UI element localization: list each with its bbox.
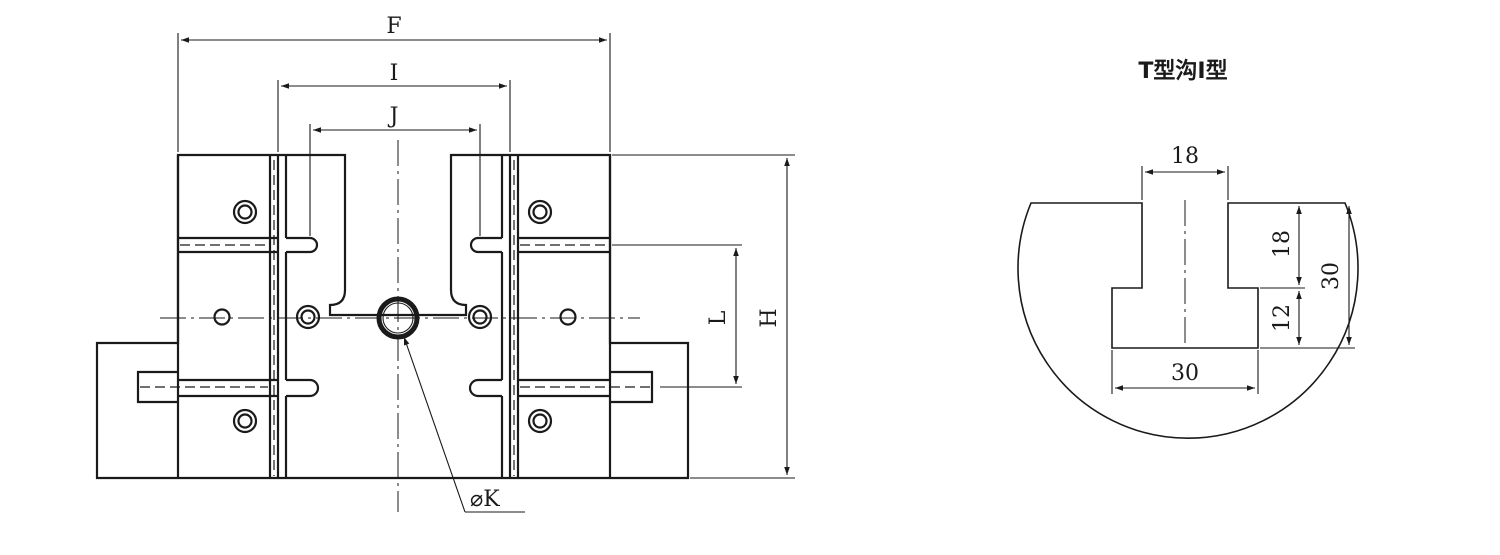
label-depth-upper: 18 xyxy=(1270,230,1295,258)
dimension-L: L xyxy=(612,244,742,388)
label-depth-lower: 12 xyxy=(1270,304,1295,332)
dim-depths: 18 12 30 xyxy=(1260,206,1355,349)
label-K: ⌀K xyxy=(470,487,500,512)
pin-holes xyxy=(213,308,577,326)
dimension-J: J xyxy=(309,104,481,236)
dim-top-width: 18 xyxy=(1141,144,1229,200)
screw-icon xyxy=(527,408,553,434)
center-bore xyxy=(376,296,420,340)
block-dividers xyxy=(176,155,612,478)
t-slot-profile xyxy=(1017,202,1359,439)
label-L: L xyxy=(706,310,731,325)
label-total-depth: 30 xyxy=(1319,262,1344,290)
label-F: F xyxy=(386,14,401,39)
screw-heads xyxy=(232,199,553,434)
label-J: J xyxy=(388,104,399,129)
dimension-F: F xyxy=(177,14,611,152)
label-I: I xyxy=(390,61,399,86)
screw-icon xyxy=(295,304,321,330)
detail-title: T型沟I型 xyxy=(1138,58,1227,84)
label-bottom-width: 30 xyxy=(1171,361,1199,386)
dimension-H: H xyxy=(612,154,795,479)
pin-hole-icon xyxy=(559,308,577,326)
screw-icon xyxy=(527,199,553,225)
center-lines xyxy=(160,140,640,512)
t-slot-columns xyxy=(268,155,520,478)
label-H: H xyxy=(757,308,782,327)
screw-icon xyxy=(232,408,258,434)
screw-icon xyxy=(232,199,258,225)
label-top-width: 18 xyxy=(1171,144,1199,169)
dimension-I: I xyxy=(277,61,511,152)
dimension-K: ⌀K xyxy=(403,336,525,513)
dim-bottom-width: 30 xyxy=(1111,350,1259,394)
plate-outline xyxy=(95,153,690,480)
t-slot-rows xyxy=(136,236,654,404)
screw-icon xyxy=(467,304,493,330)
fixture-plate-view: F I J L H xyxy=(95,14,795,513)
pin-hole-icon xyxy=(213,308,231,326)
t-slot-detail-view: T型沟I型 18 30 18 12 30 xyxy=(1017,58,1359,439)
